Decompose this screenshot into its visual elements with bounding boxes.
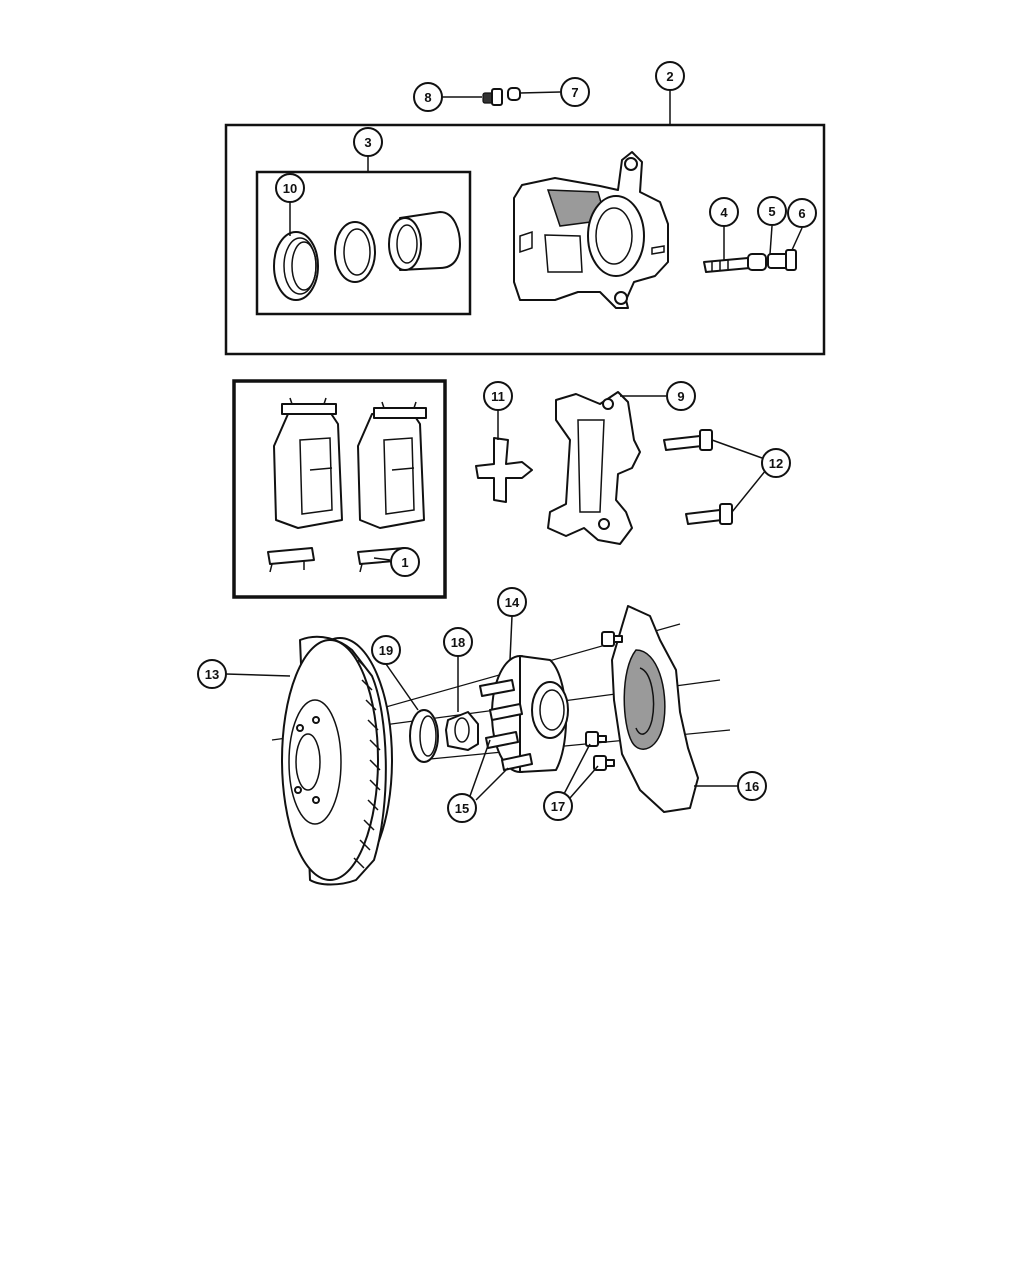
pad-clip-top-right	[373, 401, 427, 419]
callout-9-label: 9	[677, 389, 684, 404]
callout-1-label: 1	[401, 555, 408, 570]
callout-14-label: 14	[505, 595, 520, 610]
shield-bolt-top	[601, 631, 623, 647]
brake-pad-inboard	[357, 411, 425, 529]
brake-pad-outboard	[273, 411, 343, 529]
callout-3-label: 3	[364, 135, 371, 150]
leader-lines	[225, 90, 803, 801]
callout-4-label: 4	[720, 205, 728, 220]
callout-19: 19	[371, 635, 401, 665]
anti-rattle-spring	[475, 437, 533, 503]
callout-19-label: 19	[379, 643, 393, 658]
hub-bearing	[479, 655, 569, 773]
caliper-assembly-frame	[224, 123, 826, 356]
callout-15: 15	[447, 793, 477, 823]
callout-16: 16	[737, 771, 767, 801]
callout-12: 12	[761, 448, 791, 478]
caliper-housing	[513, 151, 669, 309]
brake-pad-kit-frame	[232, 379, 447, 599]
callout-10-label: 10	[283, 181, 297, 196]
pad-clip-bottom-left	[267, 547, 315, 573]
shield-bolt-upper	[585, 731, 607, 747]
callout-16-label: 16	[745, 779, 759, 794]
callout-2: 2	[655, 61, 685, 91]
callout-6-label: 6	[798, 206, 805, 221]
caliper-adapter	[547, 391, 641, 545]
callout-10: 10	[275, 173, 305, 203]
piston-seal-kit-frame	[255, 170, 472, 316]
callout-8-label: 8	[424, 90, 431, 105]
callout-3: 3	[353, 127, 383, 157]
shield-bolt-lower	[593, 755, 615, 771]
callout-2-label: 2	[666, 69, 673, 84]
adapter-bolt-lower	[685, 503, 733, 525]
callout-7: 7	[560, 77, 590, 107]
callout-13: 13	[197, 659, 227, 689]
callout-4: 4	[709, 197, 739, 227]
caliper-piston	[388, 211, 461, 271]
callout-14: 14	[497, 587, 527, 617]
callout-15-label: 15	[455, 801, 469, 816]
callout-11: 11	[483, 381, 513, 411]
piston-boot	[273, 231, 319, 301]
callout-8: 8	[413, 82, 443, 112]
callout-18: 18	[443, 627, 473, 657]
bleeder-cap	[507, 87, 521, 101]
bleeder-screw	[482, 88, 503, 106]
guide-pin-bushing	[747, 253, 767, 271]
splash-shield	[611, 605, 699, 813]
guide-pin	[703, 257, 751, 273]
callout-13-label: 13	[205, 667, 219, 682]
callout-5: 5	[757, 196, 787, 226]
guide-pin-bolt	[767, 249, 797, 271]
hub-nut	[445, 711, 479, 751]
adapter-bolt-upper	[663, 429, 713, 451]
callout-11-label: 11	[491, 389, 505, 404]
callout-5-label: 5	[768, 204, 775, 219]
callout-1: 1	[390, 547, 420, 577]
dust-cap	[409, 709, 439, 763]
pad-clip-top-left	[281, 397, 337, 415]
brake-rotor	[281, 635, 393, 886]
callout-6: 6	[787, 198, 817, 228]
callout-17: 17	[543, 791, 573, 821]
piston-seal	[334, 221, 376, 283]
callout-9: 9	[666, 381, 696, 411]
callout-12-label: 12	[769, 456, 783, 471]
callout-17-label: 17	[551, 799, 565, 814]
callout-7-label: 7	[571, 85, 578, 100]
callout-18-label: 18	[451, 635, 465, 650]
